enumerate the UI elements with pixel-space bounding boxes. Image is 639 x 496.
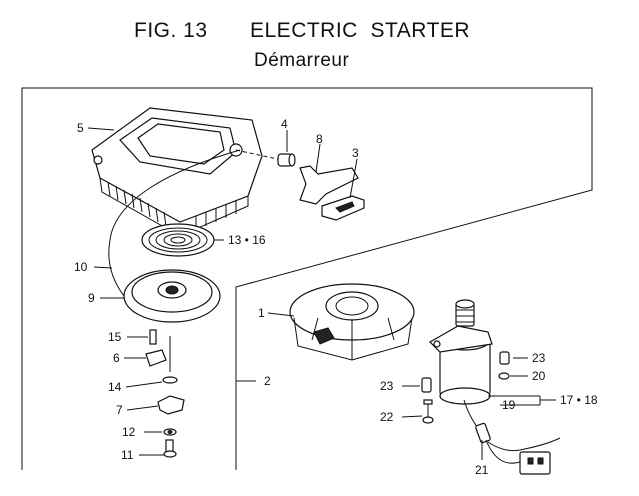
figure-number: FIG. 13 — [134, 19, 208, 42]
figure-subtitle: Démarreur — [254, 50, 350, 71]
callout-23-lower: 23 — [380, 379, 394, 393]
callout-labels: 5 4 8 3 13 • 16 10 9 1 15 6 14 7 12 11 2… — [74, 117, 598, 477]
pulley-part — [123, 269, 221, 323]
starter-rope-part — [108, 149, 241, 297]
recoil-spring-part — [141, 223, 215, 257]
figure-title: ELECTRIC STARTER — [250, 19, 471, 42]
callout-10: 10 — [74, 260, 88, 274]
handle-grip-part — [321, 195, 365, 221]
callout-21: 21 — [475, 463, 489, 477]
callout-6: 6 — [113, 351, 120, 365]
callout-14: 14 — [108, 380, 122, 394]
callout-3: 3 — [352, 146, 359, 160]
callout-12: 12 — [122, 425, 136, 439]
callout-8: 8 — [316, 132, 323, 146]
callout-19: 19 — [502, 398, 516, 412]
leader-lines — [87, 127, 556, 460]
pulley-hardware-parts — [145, 329, 185, 458]
assembly-frame — [21, 87, 593, 470]
callout-23-upper: 23 — [532, 351, 546, 365]
starter-motor-part — [429, 299, 493, 405]
callout-17-18: 17 • 18 — [560, 393, 598, 407]
callout-4: 4 — [281, 117, 288, 131]
starter-handle-part — [299, 165, 359, 205]
starter-pulley-cup-part — [289, 283, 415, 361]
callout-15: 15 — [108, 330, 122, 344]
callout-20: 20 — [532, 369, 546, 383]
callout-22: 22 — [380, 410, 394, 424]
starter-cover-part — [91, 107, 283, 237]
callout-11: 11 — [121, 448, 134, 462]
callout-2: 2 — [264, 374, 271, 388]
callout-13-16: 13 • 16 — [228, 233, 266, 247]
callout-9: 9 — [88, 291, 95, 305]
motor-hardware-parts — [421, 351, 510, 424]
callout-5: 5 — [77, 121, 84, 135]
handle-insert-part — [277, 153, 296, 167]
wiring-harness-part — [463, 399, 561, 475]
callout-7: 7 — [116, 403, 123, 417]
callout-1: 1 — [258, 306, 265, 320]
